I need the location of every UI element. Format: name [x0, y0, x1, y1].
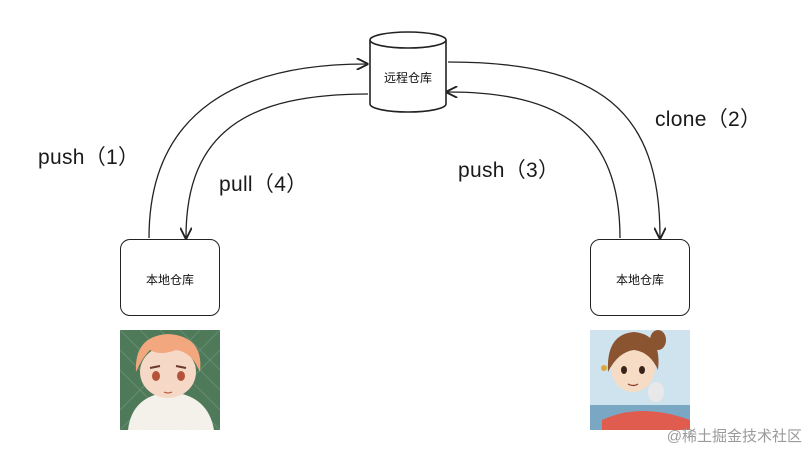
- left-local-repo-box: [120, 239, 220, 316]
- push-right-label: push（3）: [458, 159, 560, 182]
- right-local-repo-label: 本地仓库: [615, 273, 664, 287]
- push-left-arrow: [148, 64, 366, 239]
- right-local-repo-box: [590, 239, 690, 316]
- left-local-repo-label: 本地仓库: [145, 273, 194, 287]
- pull-left-label: pull（4）: [219, 173, 308, 196]
- pull-left-arrow: [186, 93, 369, 237]
- right-avatar-image: [590, 330, 690, 430]
- clone-right-label: clone（2）: [655, 108, 762, 131]
- left-avatar-image: [119, 329, 221, 431]
- clone-right-arrow: [447, 61, 660, 237]
- push-left-label: push（1）: [38, 146, 140, 169]
- remote-repo-label: 远程仓库: [383, 71, 432, 85]
- push-right-arrow: [448, 92, 621, 239]
- watermark-text: @稀土掘金技术社区: [666, 428, 802, 445]
- remote-repo-cylinder: [369, 31, 447, 113]
